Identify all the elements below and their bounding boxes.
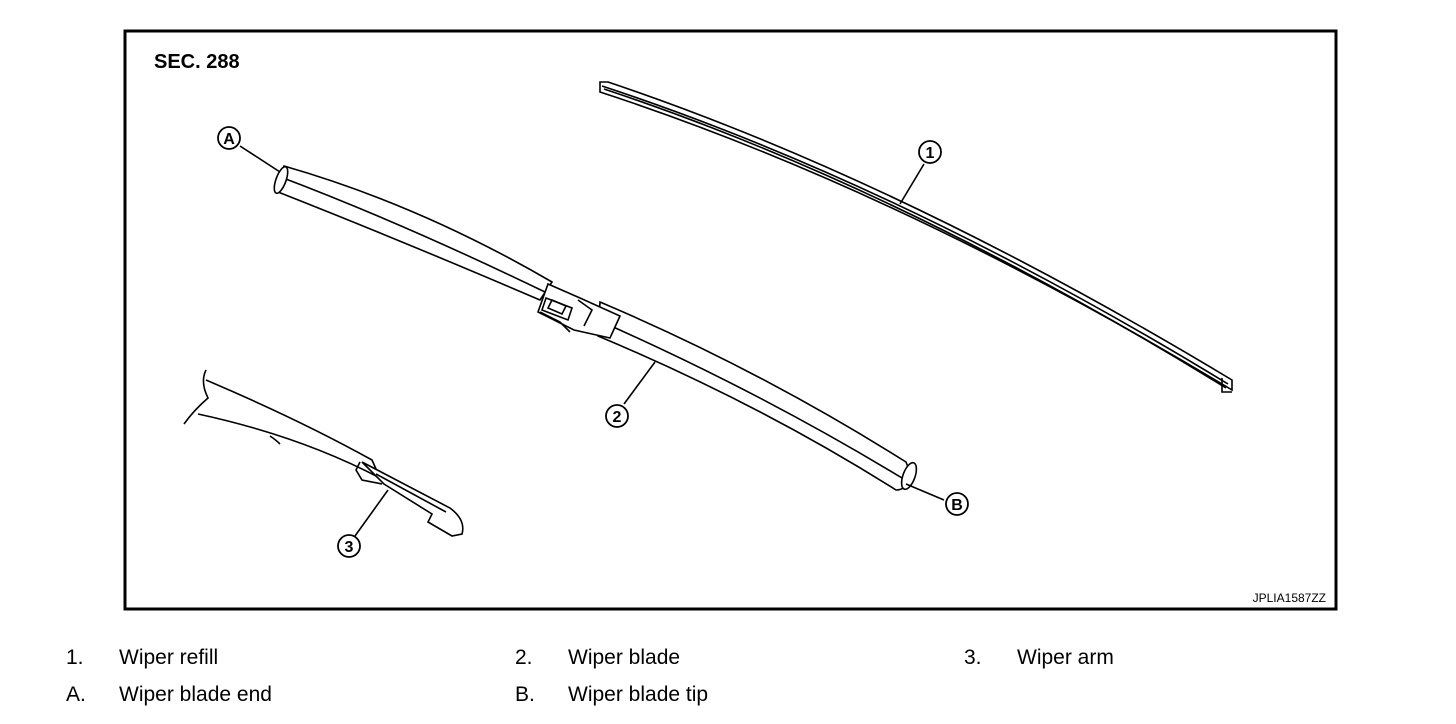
leader-lines [239, 145, 945, 537]
legend-key: A. [66, 683, 86, 706]
legend-text: Wiper blade [568, 646, 681, 669]
legend-text: Wiper blade tip [568, 683, 709, 706]
callout-1: 1 [918, 140, 942, 164]
legend-key: B. [515, 683, 535, 706]
section-label: SEC. 288 [154, 51, 240, 73]
callout-3: 3 [337, 534, 361, 558]
image-code: JPLIA1587ZZ [1253, 591, 1326, 605]
wiper-arm [183, 369, 464, 537]
legend-key: 2. [515, 646, 533, 669]
svg-text:A: A [223, 131, 235, 148]
legend-key: 1. [66, 646, 84, 669]
svg-text:1: 1 [926, 145, 935, 162]
wiper-diagram: SEC. 288 JPLIA1587ZZ [123, 29, 1338, 611]
legend-text: Wiper refill [119, 646, 219, 669]
wiper-blade [273, 164, 918, 491]
figure-frame [123, 29, 1338, 611]
callout-b: B [945, 492, 969, 516]
legend-text: Wiper arm [1017, 646, 1114, 669]
callout-a: A [217, 126, 241, 150]
svg-text:3: 3 [345, 539, 354, 556]
wiper-refill [599, 81, 1233, 393]
legend-key: 3. [964, 646, 982, 669]
callout-2: 2 [605, 404, 629, 428]
legend-text: Wiper blade end [119, 683, 272, 706]
svg-text:B: B [951, 497, 963, 514]
svg-text:2: 2 [613, 409, 622, 426]
